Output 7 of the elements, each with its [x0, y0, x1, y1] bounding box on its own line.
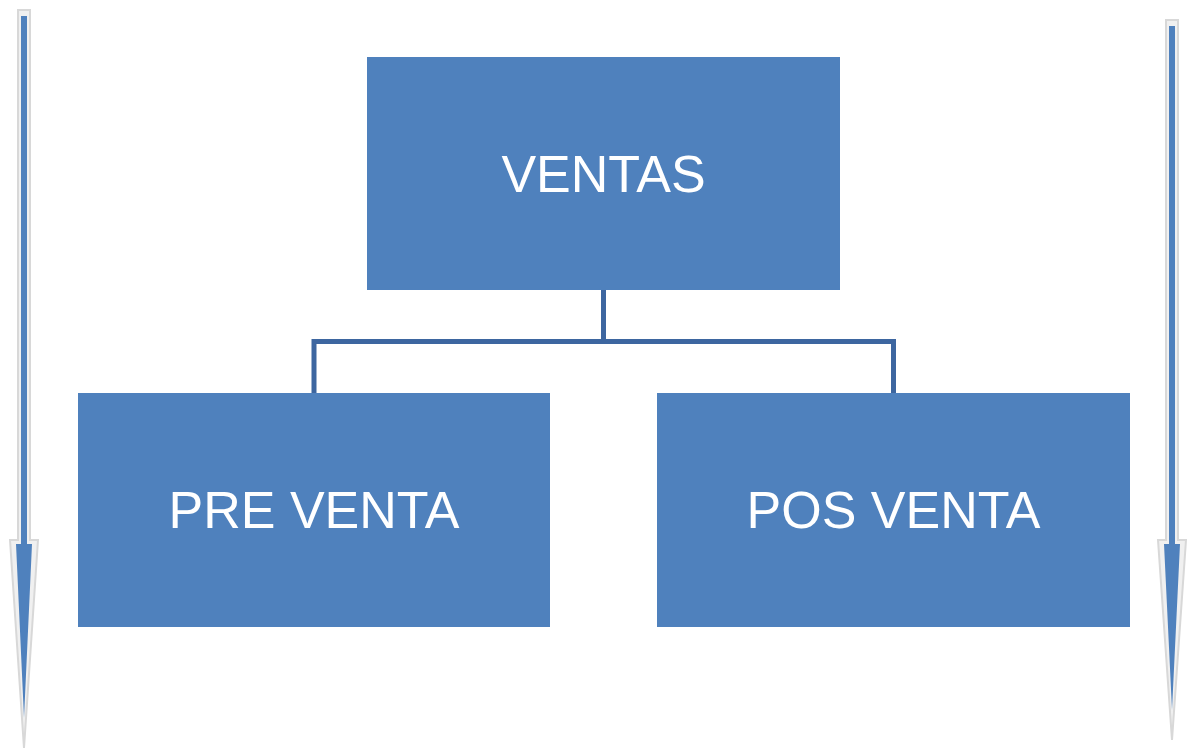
connector-line: [601, 290, 896, 393]
box-label: POS VENTA: [746, 480, 1041, 540]
box-label: VENTAS: [501, 143, 706, 204]
process-box: [657, 393, 1130, 627]
process-box: [78, 393, 550, 627]
process-box: [367, 57, 840, 290]
box-label: PRE VENTA: [168, 480, 460, 540]
